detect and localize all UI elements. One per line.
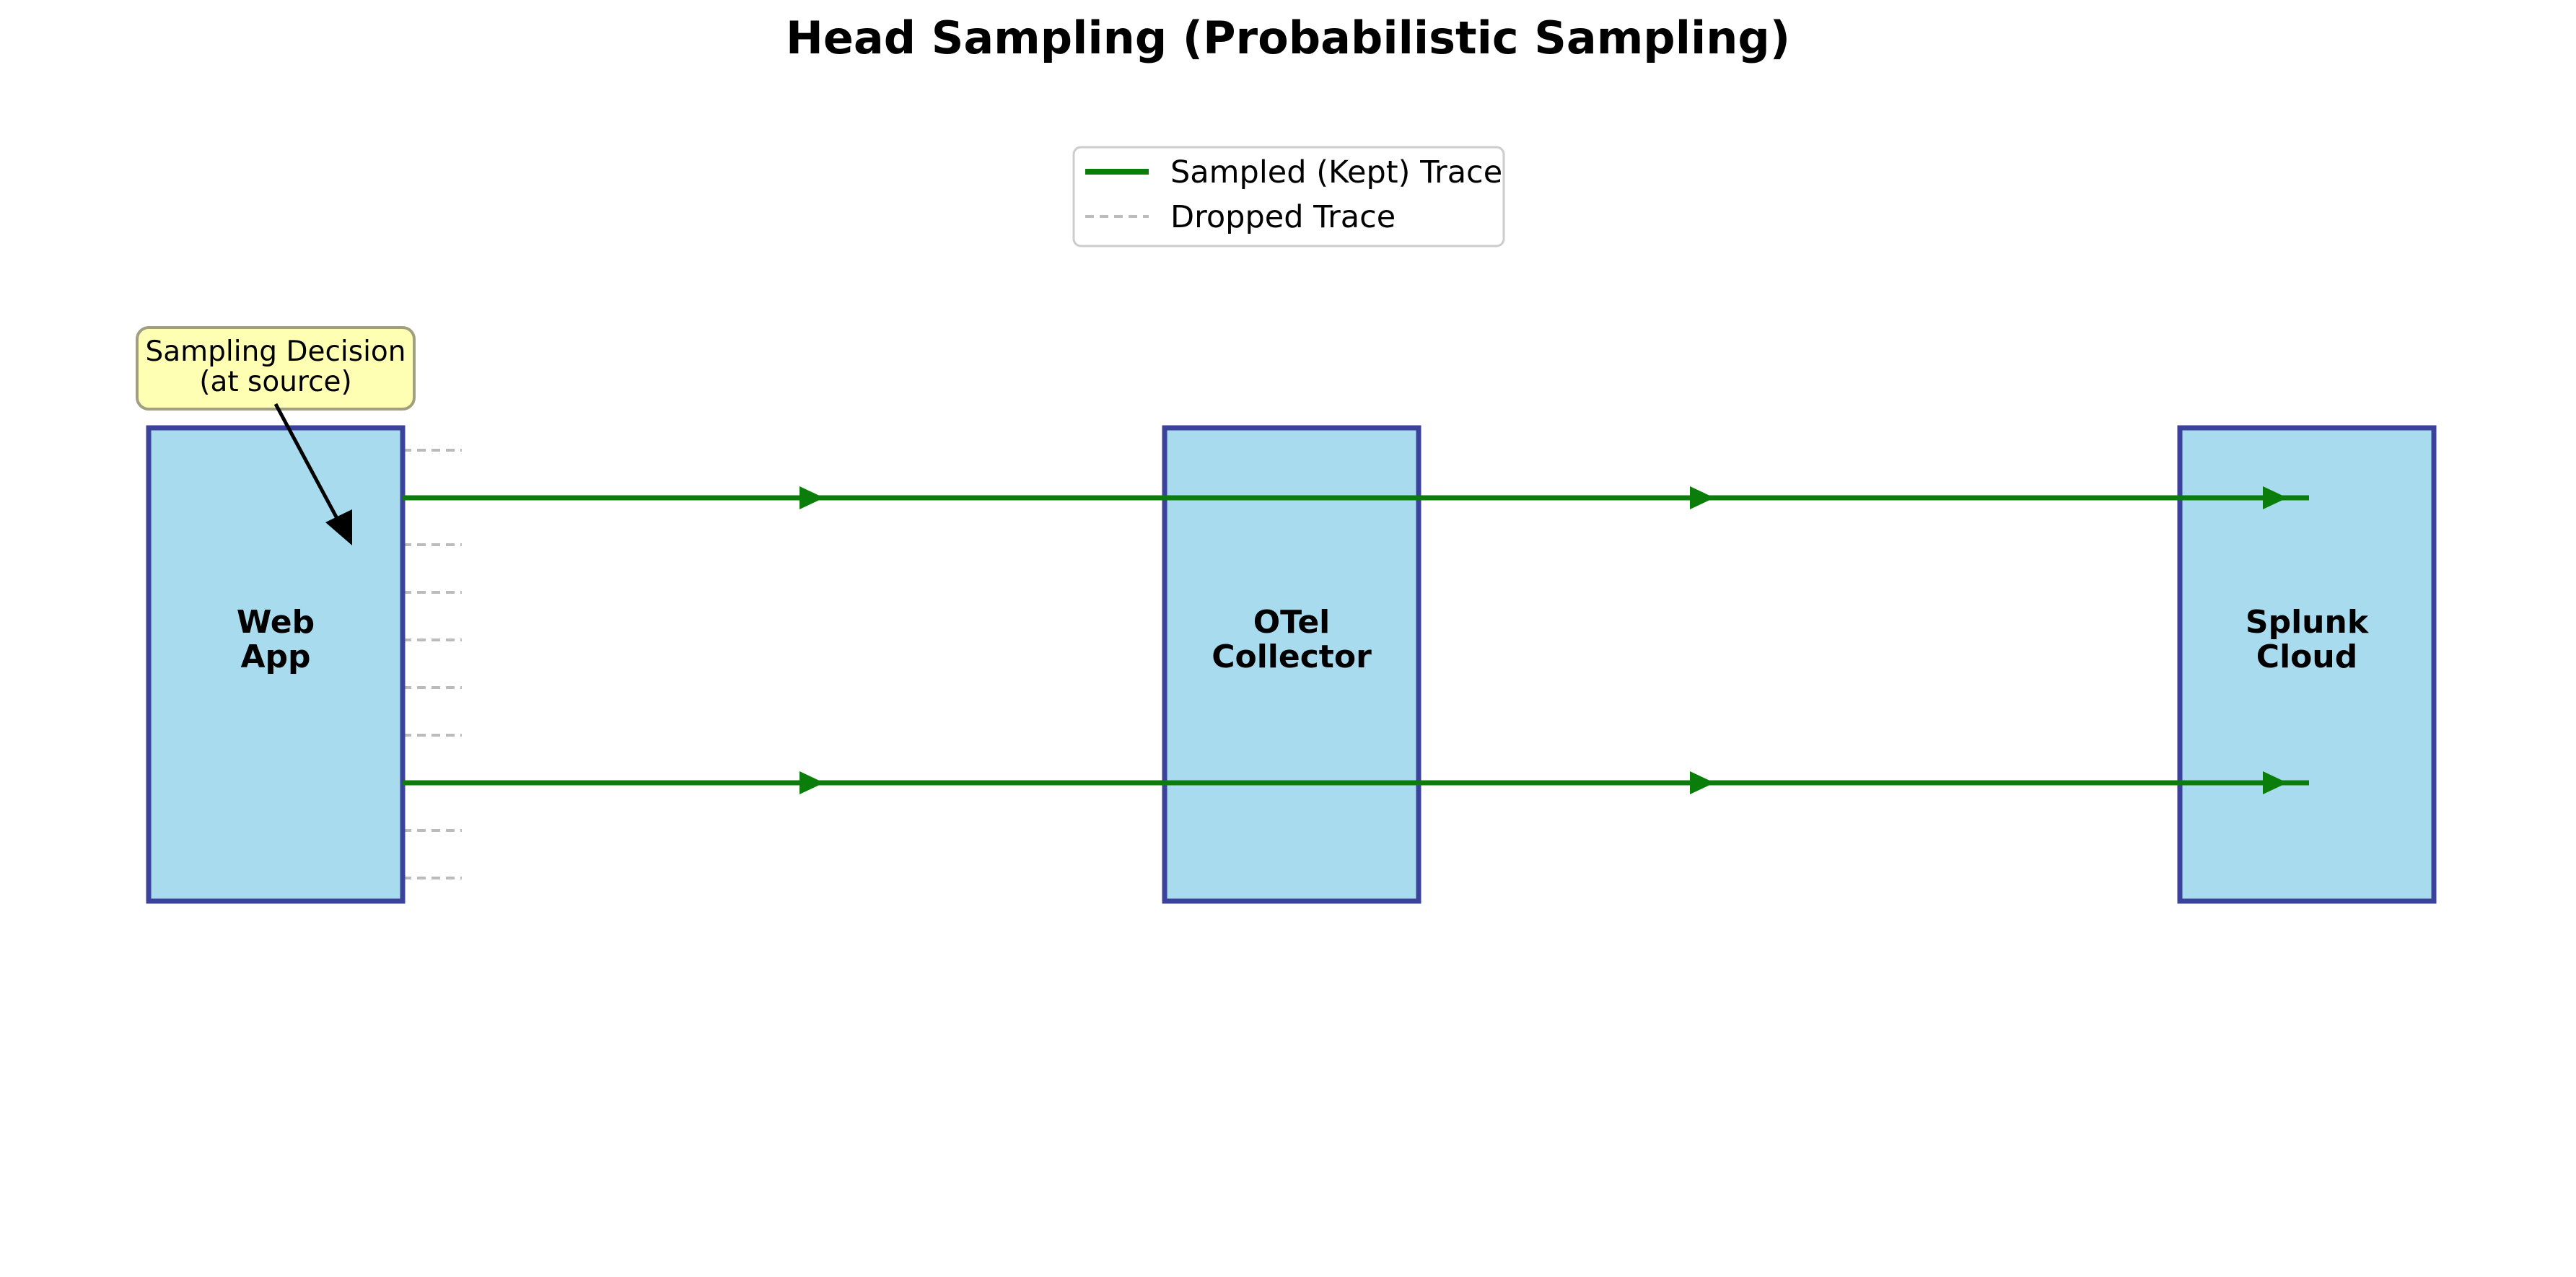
callout-bubble (136, 326, 416, 411)
legend-frame (1072, 146, 1505, 247)
dropped-traces (403, 449, 462, 879)
trace-arrowhead (799, 486, 824, 509)
trace-arrowhead (2263, 771, 2287, 794)
sampling-decision-callout: Sampling Decision (at source) (136, 326, 416, 545)
splunk-cloud-label-line2: Cloud (2256, 638, 2357, 675)
otel-collector-label-line2: Collector (1212, 638, 1372, 675)
web-app-box (146, 425, 406, 904)
splunk-cloud-box (2177, 425, 2437, 904)
trace-arrowhead (799, 771, 824, 794)
trace-arrowhead (1690, 771, 1714, 794)
web-app-label-line2: App (240, 638, 310, 675)
callout-line2: (at source) (199, 366, 352, 398)
otel-collector-label-line1: OTel (1253, 604, 1331, 641)
otel-collector-box (1162, 425, 1421, 904)
web-app-label-line1: Web (237, 604, 315, 641)
trace-arrowhead (1690, 486, 1714, 509)
otel-collector-label: OTel Collector (1212, 604, 1372, 675)
web-app-label: Web App (237, 604, 315, 675)
callout-arrowhead (325, 509, 352, 545)
legend-dropped-label: Dropped Trace (1170, 199, 1396, 235)
legend-sampled-label: Sampled (Kept) Trace (1170, 154, 1502, 190)
splunk-cloud-label-line1: Splunk (2246, 604, 2370, 641)
sampled-trace (403, 486, 2309, 509)
splunk-cloud-label: Splunk Cloud (2246, 604, 2370, 675)
diagram-title: Head Sampling (Probabilistic Sampling) (786, 12, 1790, 64)
callout-line1: Sampling Decision (146, 335, 406, 368)
sampled-trace (403, 771, 2309, 794)
legend: Sampled (Kept) Trace Dropped Trace (1072, 146, 1505, 247)
callout-arrow-line (273, 403, 341, 524)
trace-arrowhead (2263, 486, 2287, 509)
